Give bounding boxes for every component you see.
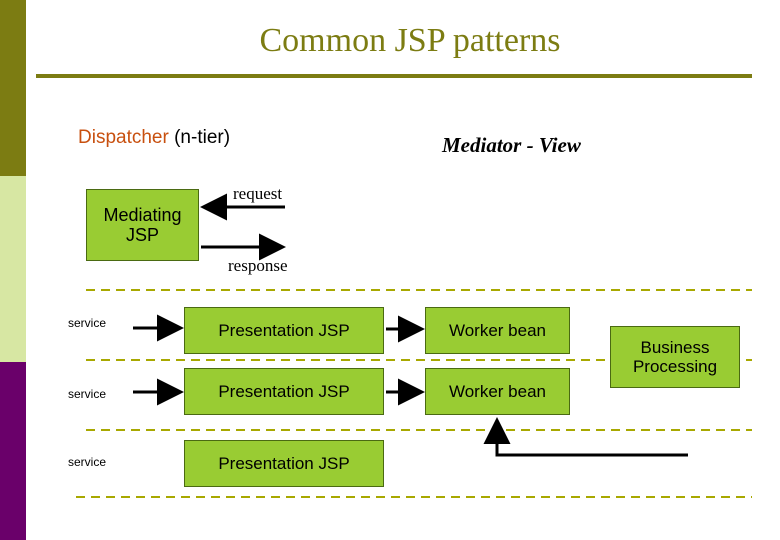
label-response: response xyxy=(228,256,288,275)
box-worker-bean-2[interactable]: Worker bean xyxy=(425,368,570,415)
box-presentation-jsp-1[interactable]: Presentation JSP xyxy=(184,307,384,354)
box-mediating-jsp-label: Mediating JSP xyxy=(103,205,181,245)
heading-mediator-view: Mediator - View xyxy=(442,133,581,157)
left-accent-bar-lime xyxy=(0,176,26,362)
heading-dispatcher-main: Dispatcher xyxy=(78,127,169,148)
left-accent-bar-olive xyxy=(0,0,26,176)
box-business-line1: Business xyxy=(640,337,710,357)
label-service-2: service xyxy=(68,387,107,401)
box-business-processing[interactable]: Business Processing xyxy=(610,326,740,388)
label-service-3: service xyxy=(68,455,107,469)
box-business-processing-label: Business Processing xyxy=(633,338,717,376)
arrow-business-to-worker xyxy=(483,417,688,457)
box-presentation-jsp-2[interactable]: Presentation JSP xyxy=(184,368,384,415)
heading-dispatcher: Dispatcher (n-tier) xyxy=(78,127,230,149)
label-service-1: service xyxy=(68,316,107,330)
page-title: Common JSP patterns xyxy=(259,22,561,59)
box-worker-bean-1[interactable]: Worker bean xyxy=(425,307,570,354)
title-divider xyxy=(36,74,752,78)
box-business-line2: Processing xyxy=(632,357,718,376)
heading-dispatcher-sub: (n-tier) xyxy=(168,127,231,148)
box-mediating-jsp-line2: JSP xyxy=(125,225,159,245)
box-mediating-jsp[interactable]: Mediating JSP xyxy=(86,189,199,261)
box-mediating-jsp-line1: Mediating xyxy=(103,204,182,225)
box-presentation-jsp-3[interactable]: Presentation JSP xyxy=(184,440,384,487)
label-request: request xyxy=(233,184,283,203)
left-accent-bar-purple xyxy=(0,362,26,540)
